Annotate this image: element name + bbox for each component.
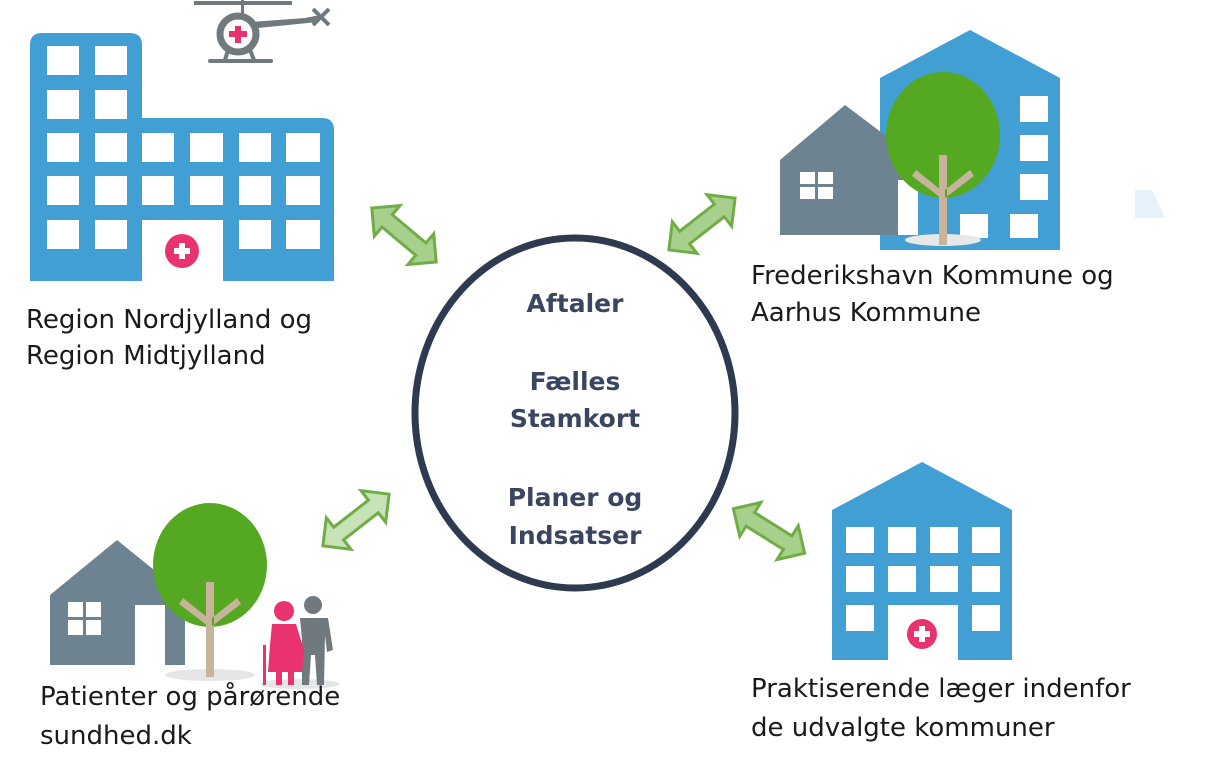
center-item-plans: Planer og [508,483,643,512]
double-arrow-municipalities [655,180,749,268]
center-item-interventions: Indsatser [509,521,643,550]
hospital-icon [30,33,334,281]
center-item-master-card: Stamkort [510,404,640,433]
clinic-icon [832,462,1012,660]
shared-data-circle [411,234,739,592]
patients-home-icon [50,503,340,689]
medical-cross-icon [165,234,199,268]
elderly-couple-icon [263,596,333,685]
patients-label-line2: sundhed.dk [40,721,192,751]
regions-label-line1: Region Nordjylland og [26,305,312,335]
helicopter-icon [194,0,331,63]
regions-label-line2: Region Midtjylland [26,341,266,371]
gps-label-line1: Praktiserende læger indenfor [751,674,1131,704]
municipalities-label-line2: Aarhus Kommune [751,298,981,328]
double-arrow-gps [721,490,817,572]
center-item-agreements: Aftaler [527,289,625,318]
patients-label-line1: Patienter og pårørende [40,681,340,712]
double-arrow-regions [357,191,451,279]
municipalities-label-line1: Frederikshavn Kommune og [751,261,1114,291]
double-arrow-patients [309,476,403,564]
gps-label-line2: de udvalgte kommuner [751,713,1055,743]
center-item-shared: Fælles [530,367,621,396]
municipality-icon [780,30,1165,250]
